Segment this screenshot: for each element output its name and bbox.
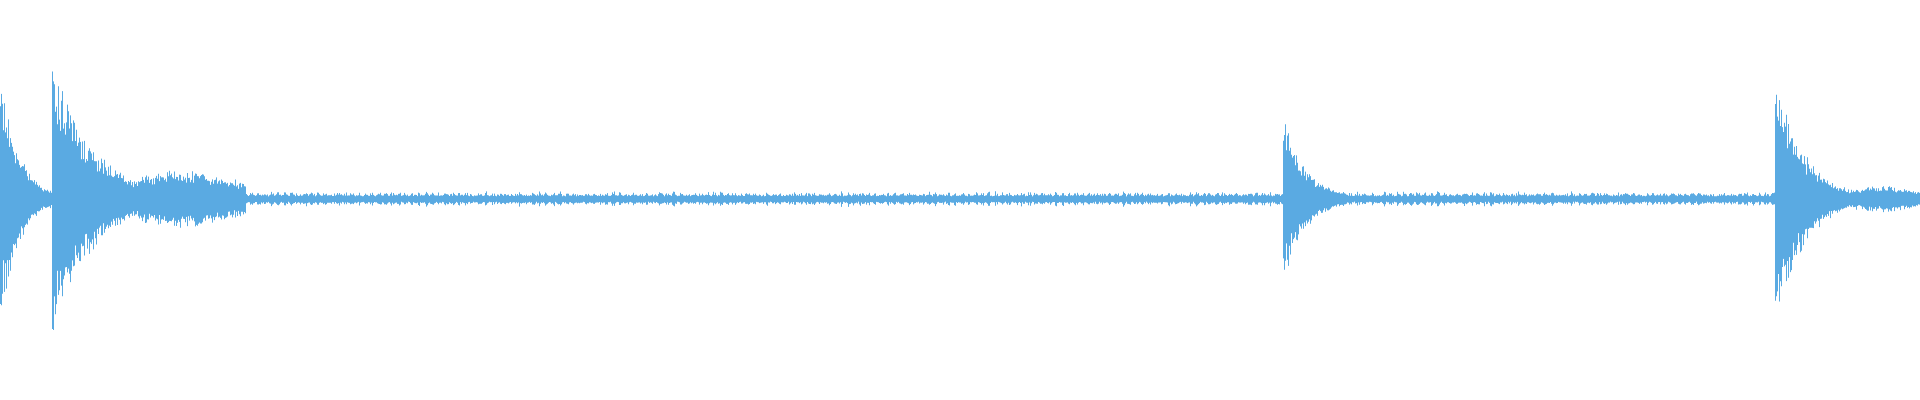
waveform-samples [0,71,1920,330]
waveform-trace [0,71,1920,330]
